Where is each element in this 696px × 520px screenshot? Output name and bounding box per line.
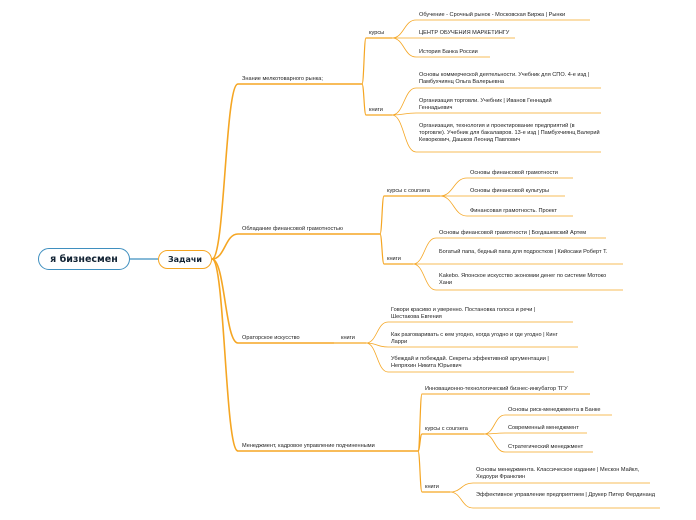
group-link xyxy=(417,450,423,493)
group-link xyxy=(361,37,367,85)
leaf-link xyxy=(391,112,417,116)
branch-management[interactable]: Менеджмент, кадровое управление подчинен… xyxy=(242,443,375,449)
group-books-4[interactable]: книги xyxy=(425,484,439,490)
leaf-1-5[interactable]: Организация торговли. Учебник | Иванов Г… xyxy=(419,98,552,111)
leaf-3-1[interactable]: Говори красиво и уверенно. Постановка го… xyxy=(391,307,536,320)
group-link xyxy=(379,233,385,265)
group-books-1[interactable]: книги xyxy=(369,107,383,113)
leaf-4-4[interactable]: Основы менеджмента. Классическое издание… xyxy=(476,467,640,480)
leaf-2-3[interactable]: Финансовая грамотность. Проект xyxy=(470,208,557,214)
leaf-2-5[interactable]: Богатый папа, бедный папа для подростков… xyxy=(439,249,608,255)
leaf-1-3[interactable]: История Банка России xyxy=(419,49,478,55)
leaf-link xyxy=(365,321,389,344)
leaf-link xyxy=(439,195,468,217)
leaf-link xyxy=(412,263,437,291)
group-link xyxy=(379,195,385,235)
leaf-1-4[interactable]: Основы коммерческой деятельности. Учебни… xyxy=(419,72,590,85)
group-link xyxy=(361,83,367,116)
leaf-link xyxy=(439,177,468,197)
leaf-4-1[interactable]: Основы риск-менеджмента в Банке xyxy=(508,407,601,413)
branch-financial-literacy[interactable]: Обладание финансовой грамотностью xyxy=(242,226,343,232)
leaf-link xyxy=(391,19,417,39)
leaf-4-incubator[interactable]: Инновационно-технологический бизнес-инку… xyxy=(425,386,568,392)
group-coursera-2[interactable]: курсы с coursera xyxy=(387,188,430,194)
leaf-link xyxy=(449,482,474,493)
leaf-2-1[interactable]: Основы финансовой грамотности xyxy=(470,170,558,176)
leaf-3-2[interactable]: Как разговаривать с кем угодно, когда уг… xyxy=(391,332,558,345)
main-branch-link xyxy=(211,233,239,260)
leaf-1-6[interactable]: Организация, технология и проектирование… xyxy=(419,123,600,143)
leaf-4-3[interactable]: Стратегический менеджмент xyxy=(508,444,584,450)
leaf-link xyxy=(483,433,506,453)
group-books-2[interactable]: книги xyxy=(387,256,401,262)
main-branch-link xyxy=(211,83,239,260)
leaf-3-3[interactable]: Убеждай и побеждай. Секреты эффективной … xyxy=(391,356,549,369)
leaf-link xyxy=(391,37,417,58)
leaf-link xyxy=(391,87,417,116)
leaf-1-2[interactable]: ЦЕНТР ОБУЧЕНИЯ МАРКЕТИНГУ xyxy=(419,30,510,36)
group-courses-1[interactable]: курсы xyxy=(369,30,385,36)
main-topic-node[interactable]: Задачи xyxy=(158,250,212,269)
branch-market-knowledge[interactable]: Знание мелкотоварного рынка; xyxy=(242,76,323,82)
leaf-link xyxy=(412,237,437,265)
main-branch-link xyxy=(211,258,239,452)
group-coursera-4[interactable]: курсы с coursera xyxy=(425,426,468,432)
group-books-3[interactable]: книги xyxy=(341,335,355,341)
leaf-2-2[interactable]: Основы финансовой культуры xyxy=(470,188,549,194)
leaf-link xyxy=(391,114,417,153)
root-node[interactable]: я бизнесмен xyxy=(38,248,130,270)
leaf-2-4[interactable]: Основы финансовой грамотности | Богдашев… xyxy=(439,230,587,236)
leaf-4-2[interactable]: Современный менеджмент xyxy=(508,425,579,431)
leaf-link xyxy=(483,414,506,435)
leaf-1-1[interactable]: Обучение - Срочный рынок - Московская Би… xyxy=(419,12,566,18)
leaf-2-6[interactable]: Kakebo. Японское искусство экономии дене… xyxy=(439,273,607,286)
branch-public-speaking[interactable]: Ораторское искусство xyxy=(242,335,300,341)
group-link xyxy=(417,433,423,452)
leaf-link xyxy=(449,491,474,509)
main-branch-link xyxy=(211,258,239,344)
leaf-4-5[interactable]: Эффективное управление предприятием | Др… xyxy=(476,492,656,498)
leaf-link xyxy=(365,342,389,373)
